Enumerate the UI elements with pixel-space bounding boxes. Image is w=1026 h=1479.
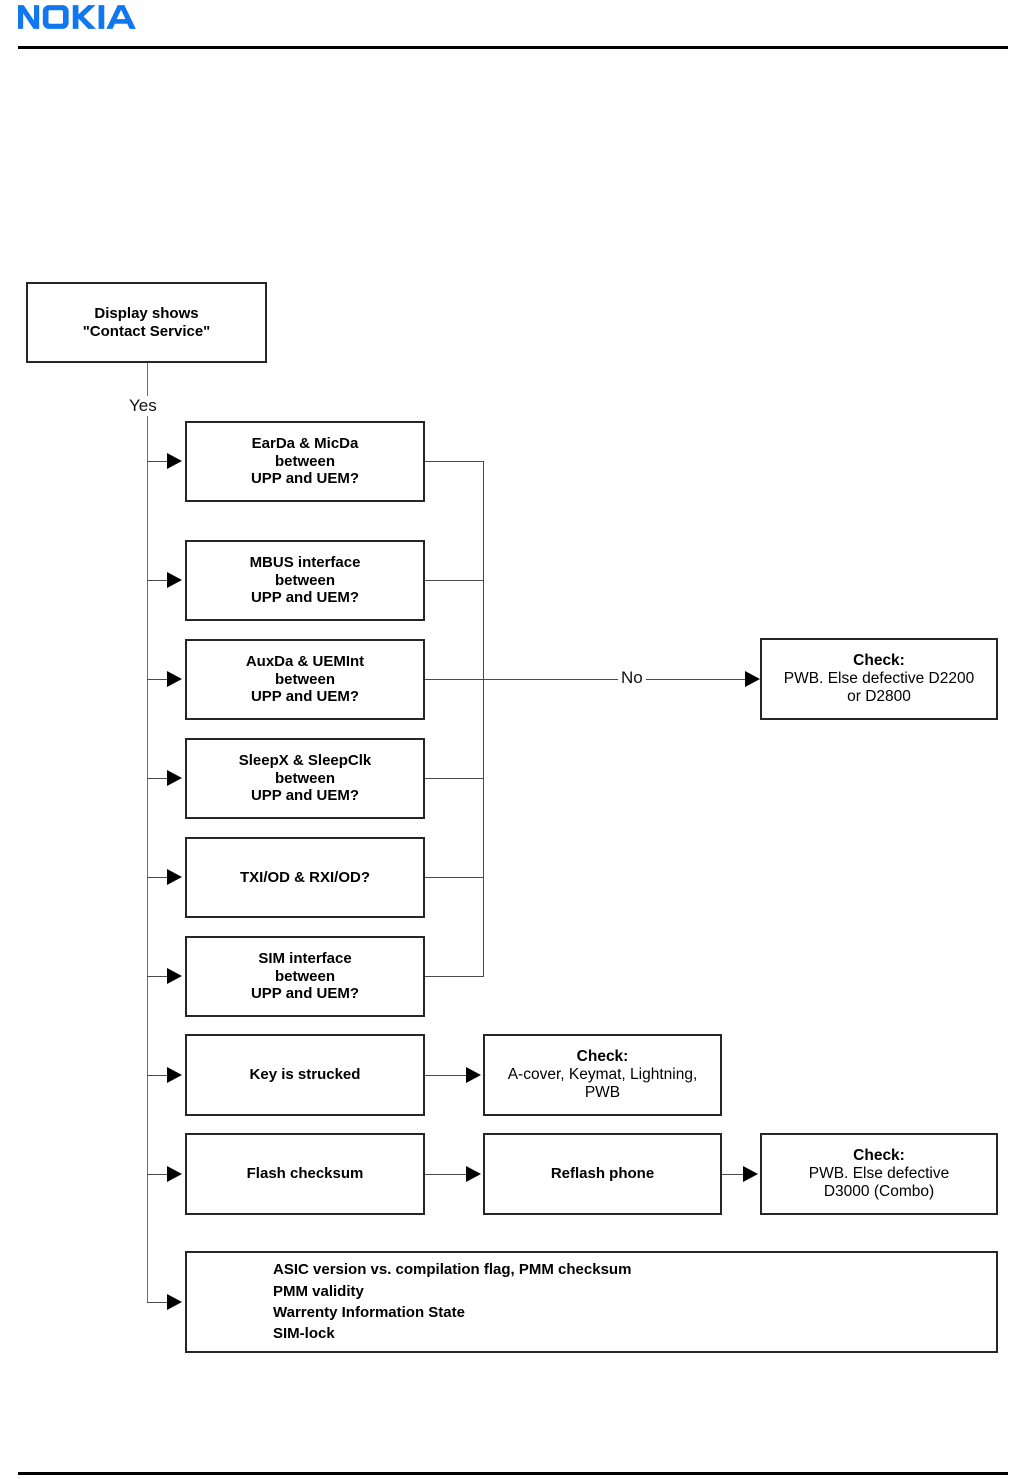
node-line-1: AuxDa & UEMInt (245, 652, 365, 670)
edge-branch-3 (147, 679, 169, 680)
arrow-no-route (745, 671, 760, 687)
edge-reflash-to-result (722, 1174, 745, 1175)
node-result-keymat: Check: A-cover, Keymat, Lightning, PWB (483, 1034, 722, 1116)
node-line-1: EarDa & MicDa (251, 434, 359, 452)
node-line-3: UPP and UEM? (250, 688, 360, 706)
node-line-1: MBUS interface (249, 553, 361, 571)
node-line-3: UPP and UEM? (250, 589, 360, 607)
node-line-2: between (274, 571, 335, 589)
node-line-1: PWB. Else defective (808, 1164, 950, 1182)
node-reflash-phone: Reflash phone (483, 1133, 722, 1215)
edge-branch-6 (147, 976, 169, 977)
node-line-1: Key is strucked (249, 1066, 361, 1084)
edge-branch-4 (147, 778, 169, 779)
node-line-2: between (274, 967, 335, 985)
node-line-3: Warrenty Information State (273, 1304, 465, 1321)
arrow-key-to-result (466, 1067, 481, 1083)
node-start: Display shows "Contact Service" (26, 282, 267, 363)
node-check-auxda-uemint: AuxDa & UEMInt between UPP and UEM? (185, 639, 425, 720)
node-line-1: Flash checksum (246, 1165, 364, 1183)
arrow-branch-6 (167, 968, 182, 984)
node-line-3: UPP and UEM? (250, 985, 360, 1003)
nokia-logo (18, 4, 142, 30)
node-heading: Check: (853, 651, 905, 669)
node-line-4: SIM-lock (273, 1325, 335, 1343)
node-line-1: A-cover, Keymat, Lightning, (507, 1065, 698, 1083)
node-heading: Check: (853, 1146, 905, 1164)
node-line-1: Reflash phone (550, 1165, 655, 1183)
edge-label-yes: Yes (126, 396, 160, 416)
node-check-sim-interface: SIM interface between UPP and UEM? (185, 936, 425, 1017)
edge-branch-9 (147, 1302, 169, 1303)
edge-exit-6 (425, 976, 483, 977)
edge-branch-5 (147, 877, 169, 878)
edge-branch-2 (147, 580, 169, 581)
node-line-3: UPP and UEM? (250, 787, 360, 805)
arrow-branch-7 (167, 1067, 182, 1083)
edge-yes-spine (147, 363, 148, 1302)
edge-exit-5 (425, 877, 483, 878)
node-line-1: PWB. Else defective D2200 (783, 669, 975, 687)
node-line-2: D3000 (Combo) (823, 1183, 935, 1201)
node-check-txi-rxi: TXI/OD & RXI/OD? (185, 837, 425, 918)
node-result-pwb-d2200-d2800: Check: PWB. Else defective D2200 or D280… (760, 638, 998, 720)
node-line-1: SleepX & SleepClk (238, 751, 372, 769)
node-line-1: ASIC version vs. compilation flag, PMM c… (273, 1261, 632, 1279)
arrow-branch-3 (167, 671, 182, 687)
node-final-checklist: ASIC version vs. compilation flag, PMM c… (185, 1251, 998, 1353)
node-line-2: between (274, 769, 335, 787)
arrow-branch-1 (167, 453, 182, 469)
node-start-line2: "Contact Service" (82, 322, 211, 340)
edge-exit-1 (425, 461, 483, 462)
node-line-1: TXI/OD & RXI/OD? (239, 868, 370, 886)
edge-branch-7 (147, 1075, 169, 1076)
node-check-sleepx-sleepclk: SleepX & SleepClk between UPP and UEM? (185, 738, 425, 819)
arrow-branch-5 (167, 869, 182, 885)
node-line-1: SIM interface (258, 949, 352, 967)
node-start-line1: Display shows (94, 304, 199, 322)
arrow-branch-9 (167, 1294, 182, 1310)
edge-label-no: No (618, 668, 646, 688)
edge-exit-2 (425, 580, 483, 581)
edge-exit-4 (425, 778, 483, 779)
edge-branch-1 (147, 461, 169, 462)
node-line-2: between (274, 452, 335, 470)
arrow-branch-4 (167, 770, 182, 786)
edge-flash-to-reflash (425, 1174, 468, 1175)
arrow-reflash-to-result (743, 1166, 758, 1182)
edge-merge-bus (483, 461, 484, 977)
node-check-earda-micda: EarDa & MicDa between UPP and UEM? (185, 421, 425, 502)
node-check-mbus: MBUS interface between UPP and UEM? (185, 540, 425, 621)
node-result-d3000-combo: Check: PWB. Else defective D3000 (Combo) (760, 1133, 998, 1215)
arrow-branch-2 (167, 572, 182, 588)
node-line-2: between (274, 670, 335, 688)
node-line-2: PMM validity (273, 1282, 364, 1300)
arrow-flash-to-reflash (466, 1166, 481, 1182)
node-heading: Check: (576, 1047, 629, 1065)
edge-branch-8 (147, 1174, 169, 1175)
node-line-2: or D2800 (847, 688, 911, 706)
arrow-branch-8 (167, 1166, 182, 1182)
header-divider (18, 46, 1008, 49)
node-flash-checksum: Flash checksum (185, 1133, 425, 1215)
edge-exit-3 (425, 679, 483, 680)
footer-divider (18, 1472, 1008, 1475)
edge-key-to-result (425, 1075, 468, 1076)
node-line-3: UPP and UEM? (250, 470, 360, 488)
node-key-is-strucked: Key is strucked (185, 1034, 425, 1116)
node-line-2: PWB (584, 1084, 621, 1102)
